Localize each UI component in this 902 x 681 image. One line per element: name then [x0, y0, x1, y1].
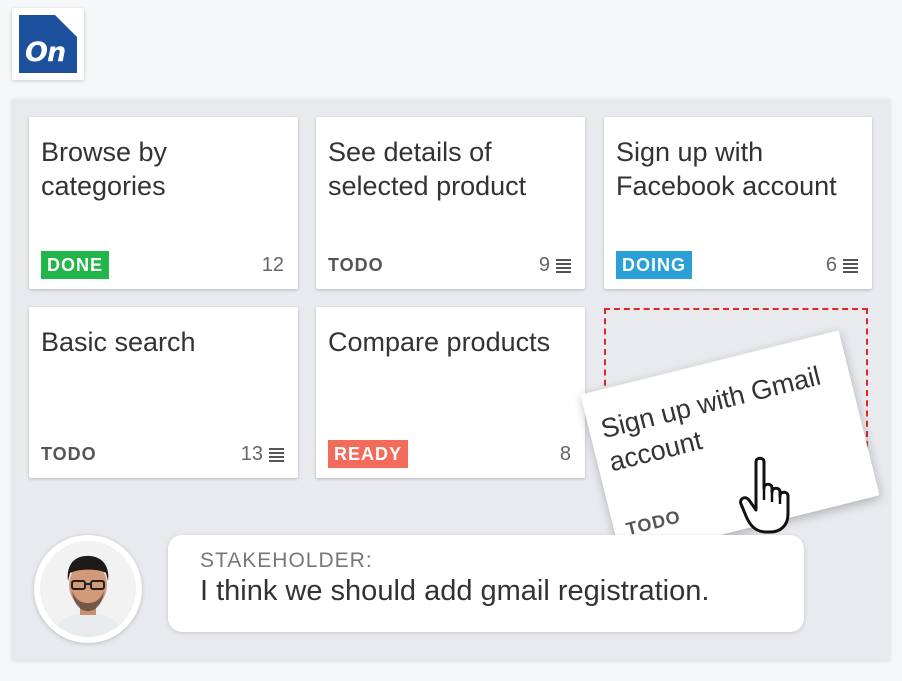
count-value: 12: [261, 254, 284, 276]
card-title: Sign up with Facebook account: [616, 137, 837, 201]
comment-speaker: STAKEHOLDER:: [200, 549, 373, 572]
count-value: 8: [559, 443, 571, 465]
card-title: Browse by categories: [41, 137, 168, 201]
status-badge-ready: READY: [328, 440, 409, 468]
status-label-todo: TODO: [41, 444, 97, 464]
count-value: 13: [240, 443, 263, 465]
story-card-compare-products[interactable]: Compare products READY 8: [316, 307, 585, 478]
story-card-basic-search[interactable]: Basic search TODO 13: [29, 307, 298, 478]
description-lines-icon: [269, 447, 284, 462]
card-count: 6: [826, 254, 858, 277]
status-badge-doing: DOING: [616, 251, 693, 279]
card-title: See details of selected product: [328, 137, 527, 201]
description-lines-icon: [556, 258, 571, 273]
card-count: 12: [262, 254, 284, 277]
status-badge-done: DONE: [41, 251, 110, 279]
logo-flag-icon: [55, 15, 77, 37]
hand-pointer-cursor-icon: [736, 454, 800, 536]
card-title: Basic search: [41, 327, 196, 357]
stakeholder-avatar: [34, 535, 142, 643]
count-value: 6: [825, 254, 837, 276]
story-card-see-details[interactable]: See details of selected product TODO 9: [316, 117, 585, 289]
card-count: 13: [241, 443, 284, 466]
card-title: Compare products: [328, 327, 551, 357]
app-logo[interactable]: On: [12, 8, 84, 80]
story-card-browse-by-categories[interactable]: Browse by categories DONE 12: [29, 117, 298, 289]
logo-badge: On: [19, 15, 77, 73]
card-count: 9: [539, 254, 571, 277]
logo-text: On: [25, 37, 66, 68]
person-photo-icon: [40, 541, 136, 637]
comment-text: I think we should add gmail registration…: [200, 575, 710, 607]
story-card-sign-up-facebook[interactable]: Sign up with Facebook account DOING 6: [604, 117, 872, 289]
description-lines-icon: [843, 258, 858, 273]
count-value: 9: [538, 254, 550, 276]
card-count: 8: [560, 443, 571, 466]
comment-bubble: STAKEHOLDER: I think we should add gmail…: [168, 535, 804, 632]
status-label-todo: TODO: [328, 255, 384, 275]
